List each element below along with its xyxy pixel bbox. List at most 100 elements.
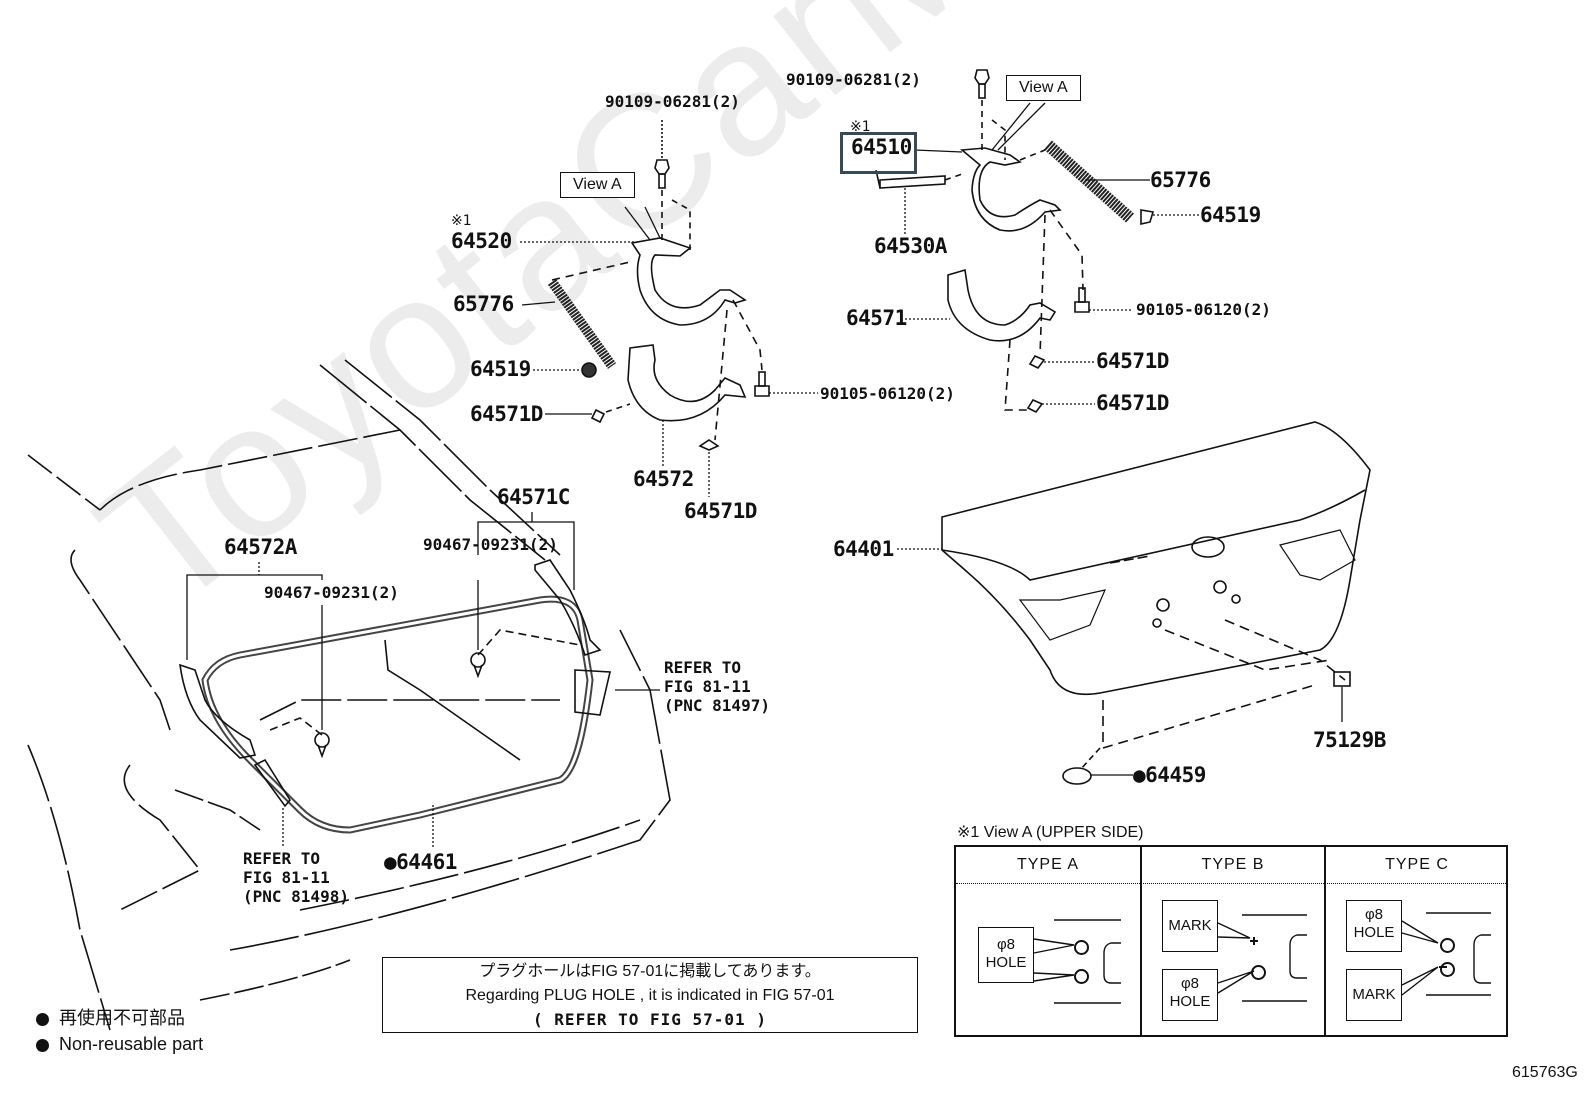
type-b-mark-box: MARK: [1162, 900, 1218, 952]
box-text: HOLE: [1169, 993, 1211, 1010]
box-text: φ8: [996, 936, 1016, 953]
type-c-header: TYPE C: [1385, 856, 1449, 873]
bolt-right-top: [974, 69, 990, 99]
label-hinge-64510[interactable]: 64510: [851, 135, 912, 159]
clip-90467-left: [314, 732, 330, 759]
label-cover-64572[interactable]: 64572: [633, 467, 694, 491]
type-a-hole-1: [1074, 940, 1089, 955]
label-garnish-64572a[interactable]: 64572A: [224, 535, 297, 559]
car-body-outline: [27, 359, 671, 1031]
legend-row-en: Non-reusable part: [36, 1031, 203, 1057]
note-line-jp: プラグホールはFIG 57-01に掲載してあります。: [479, 963, 821, 980]
note-line-ref[interactable]: ( REFER TO FIG 57-01 ): [533, 1010, 767, 1029]
bolt-right-mid: [1074, 287, 1090, 313]
spring-65776-left: [547, 279, 617, 369]
garnish-64571c-drawing: [534, 559, 602, 657]
trunk-lid-64401-drawing: [941, 421, 1371, 696]
non-reusable-dot-icon: [36, 1038, 49, 1052]
box-text: φ8: [1364, 906, 1384, 923]
box-text: MARK: [1352, 986, 1396, 1003]
column-divider: [1324, 847, 1326, 1035]
type-c-mark-circle: [1440, 962, 1455, 977]
type-a-hole-2: [1074, 969, 1089, 984]
label-bolt-right-top[interactable]: 90109-06281(2): [786, 70, 921, 89]
ref-line: (PNC 81498): [243, 887, 349, 906]
type-b-hole: [1251, 965, 1266, 980]
box-text: φ8: [1180, 975, 1200, 992]
garnish-strip-left: [253, 758, 291, 808]
seat-64519-left: [581, 362, 597, 378]
type-c-hole: [1440, 938, 1455, 953]
ref-line: (PNC 81497): [664, 696, 770, 715]
view-a-table: TYPE A TYPE B TYPE C φ8 HOLE MARK φ8 HOL…: [954, 845, 1508, 1037]
label-bolt-right-mid[interactable]: 90105-06120(2): [1136, 300, 1271, 319]
legend-row-jp: 再使用不可部品: [36, 1005, 203, 1031]
cover-64571-drawing: [947, 268, 1057, 342]
ref-line: REFER TO: [243, 849, 321, 868]
label-spring-65776-left[interactable]: 65776: [453, 292, 514, 316]
label-hinge-64520[interactable]: 64520: [451, 229, 512, 253]
legend: 再使用不可部品 Non-reusable part: [36, 1005, 203, 1057]
spring-65776-right: [1044, 140, 1134, 223]
box-text: MARK: [1168, 917, 1212, 934]
label-clip-64571d-left-2[interactable]: 64571D: [684, 499, 757, 523]
type-b-sketch: [1217, 914, 1307, 1002]
legend-text-jp: 再使用不可部品: [59, 1008, 185, 1028]
label-lid-64401[interactable]: 64401: [833, 537, 894, 561]
clip-64571d-right-2: [1026, 398, 1044, 414]
label-clip-64571d-right-2[interactable]: 64571D: [1096, 391, 1169, 415]
plug-75129b-drawing: [1333, 671, 1351, 687]
weatherstrip-part-number: 64461: [396, 850, 457, 874]
seat-64519-right: [1140, 209, 1155, 225]
bolt-left-top: [654, 159, 670, 189]
type-b-hole-box: φ8 HOLE: [1162, 969, 1218, 1021]
type-c-hole-box: φ8 HOLE: [1346, 900, 1402, 952]
ref-line: REFER TO: [664, 658, 742, 677]
label-clip-garnish-right[interactable]: 90467-09231(2): [423, 535, 558, 554]
reference-right[interactable]: REFER TO FIG 81-11 (PNC 81497): [664, 658, 770, 715]
label-plug-75129b[interactable]: 75129B: [1313, 728, 1386, 752]
bolt-left-mid: [754, 371, 770, 397]
star-note-left: ※1: [451, 213, 472, 229]
grommet-part-number: 64459: [1145, 763, 1206, 787]
label-clip-64571d-left-1[interactable]: 64571D: [470, 402, 543, 426]
clip-64571d-right-1: [1028, 354, 1046, 370]
type-a-header: TYPE A: [1016, 856, 1080, 873]
view-a-table-title: ※1 View A (UPPER SIDE): [957, 824, 1144, 841]
view-a-callout-left: View A: [560, 172, 635, 198]
column-divider: [1140, 847, 1142, 1035]
non-reusable-dot-icon: [36, 1012, 49, 1026]
legend-text-en: Non-reusable part: [59, 1034, 204, 1054]
label-bolt-left-mid[interactable]: 90105-06120(2): [820, 384, 955, 403]
label-spring-65776-right[interactable]: 65776: [1150, 168, 1211, 192]
highlight-64510: [840, 132, 917, 174]
label-garnish-64571c[interactable]: 64571C: [497, 485, 570, 509]
label-clip-garnish-left[interactable]: 90467-09231(2): [264, 583, 399, 602]
cover-64572-drawing: [627, 344, 747, 422]
type-c-sketch: [1401, 912, 1491, 996]
note-line-en: Regarding PLUG HOLE , it is indicated in…: [465, 987, 835, 1004]
label-seat-64519-right[interactable]: 64519: [1200, 203, 1261, 227]
label-rod-64530a[interactable]: 64530A: [874, 234, 947, 258]
label-bolt-left-top[interactable]: 90109-06281(2): [605, 92, 740, 111]
weatherstrip-64461-drawing: [201, 595, 594, 834]
box-text: HOLE: [985, 954, 1027, 971]
star-note-right: ※1: [850, 119, 871, 135]
ref-line: FIG 81-11: [664, 677, 751, 696]
view-a-callout-right: View A: [1006, 75, 1081, 101]
label-weatherstrip-64461[interactable]: ●64461: [384, 850, 457, 874]
box-text: HOLE: [1353, 924, 1395, 941]
leader-lines: [186, 102, 1343, 848]
label-seat-64519-left[interactable]: 64519: [470, 357, 531, 381]
type-c-mark-box: MARK: [1346, 969, 1402, 1021]
garnish-64572a-drawing: [179, 663, 257, 759]
label-cover-64571[interactable]: 64571: [846, 306, 907, 330]
type-b-header: TYPE B: [1201, 856, 1265, 873]
label-clip-64571d-right-1[interactable]: 64571D: [1096, 349, 1169, 373]
hinge-64510-drawing: [959, 147, 1062, 232]
clip-64571d-left-1: [590, 408, 606, 424]
label-grommet-64459[interactable]: ●64459: [1133, 763, 1206, 787]
clip-64571d-left-2: [698, 439, 720, 451]
reference-left[interactable]: REFER TO FIG 81-11 (PNC 81498): [243, 849, 349, 906]
